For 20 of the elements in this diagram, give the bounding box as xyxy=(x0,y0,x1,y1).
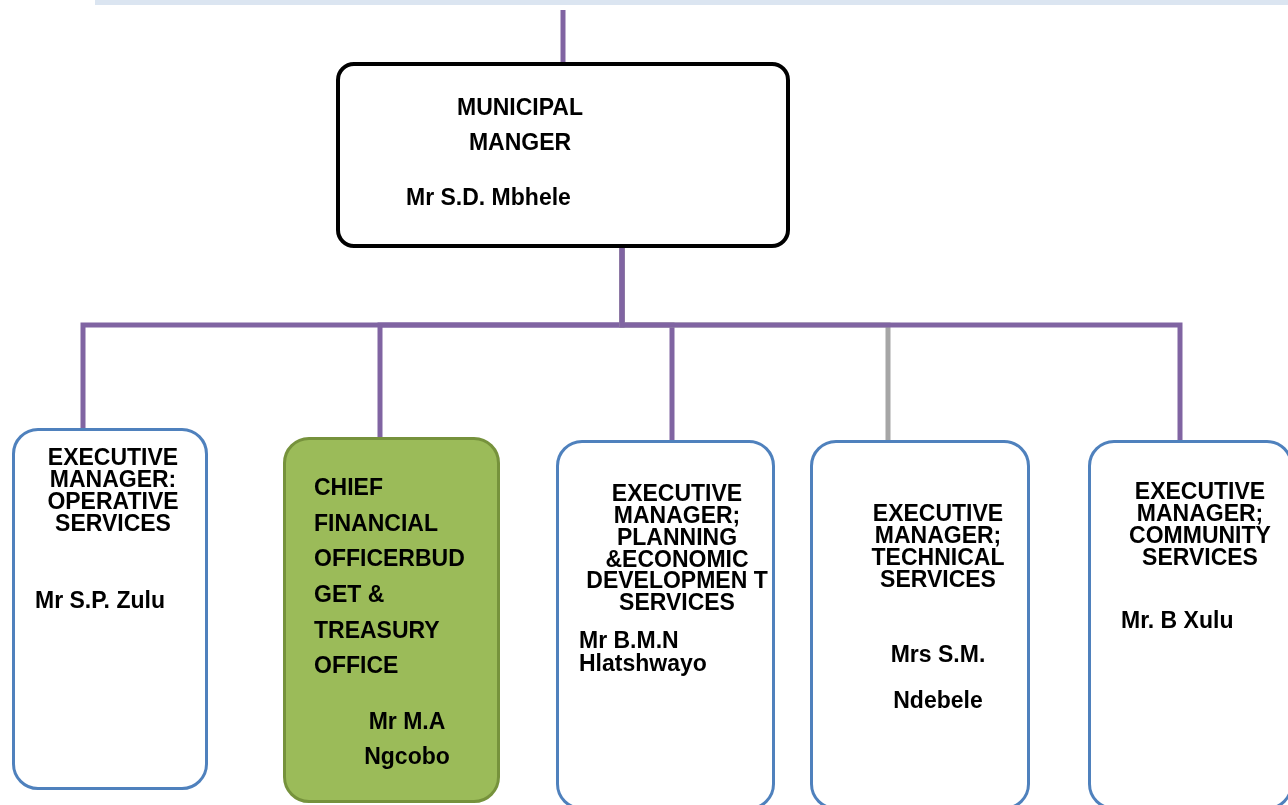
name-text: Mr S.D. Mbhele xyxy=(406,184,572,211)
department-box xyxy=(810,440,1030,805)
title-text: EXECUTIVE MANAGER; PLANNING &ECONOMIC DEVELOPMEN T SERVICES xyxy=(585,483,769,615)
name-text: Mr. B Xulu xyxy=(1121,607,1235,634)
title-text: EXECUTIVE MANAGER; COMMUNITY SERVICES xyxy=(1128,481,1272,569)
connector-line xyxy=(560,10,566,62)
name-text: Mr B.M.N Hlatshwayo xyxy=(579,629,708,675)
name-text: Mr M.A Ngcobo xyxy=(363,707,451,771)
title-text: CHIEF FINANCIAL OFFICERBUD GET & TREASURY OFFICE xyxy=(314,473,466,681)
name-text: Mrs S.M. Ndebele xyxy=(889,640,987,715)
department-box xyxy=(12,428,208,790)
department-box xyxy=(556,440,775,805)
department-box xyxy=(283,437,500,803)
connector-line xyxy=(619,248,1183,440)
title-text: EXECUTIVE MANAGER: OPERATIVE SERVICES xyxy=(46,447,180,535)
name-text: Mr S.P. Zulu xyxy=(35,587,166,614)
manager-box xyxy=(336,62,790,248)
title-text: EXECUTIVE MANAGER; TECHNICAL SERVICES xyxy=(870,503,1006,591)
department-box xyxy=(1088,440,1288,805)
title-text: MUNICIPAL MANGER xyxy=(455,93,585,157)
